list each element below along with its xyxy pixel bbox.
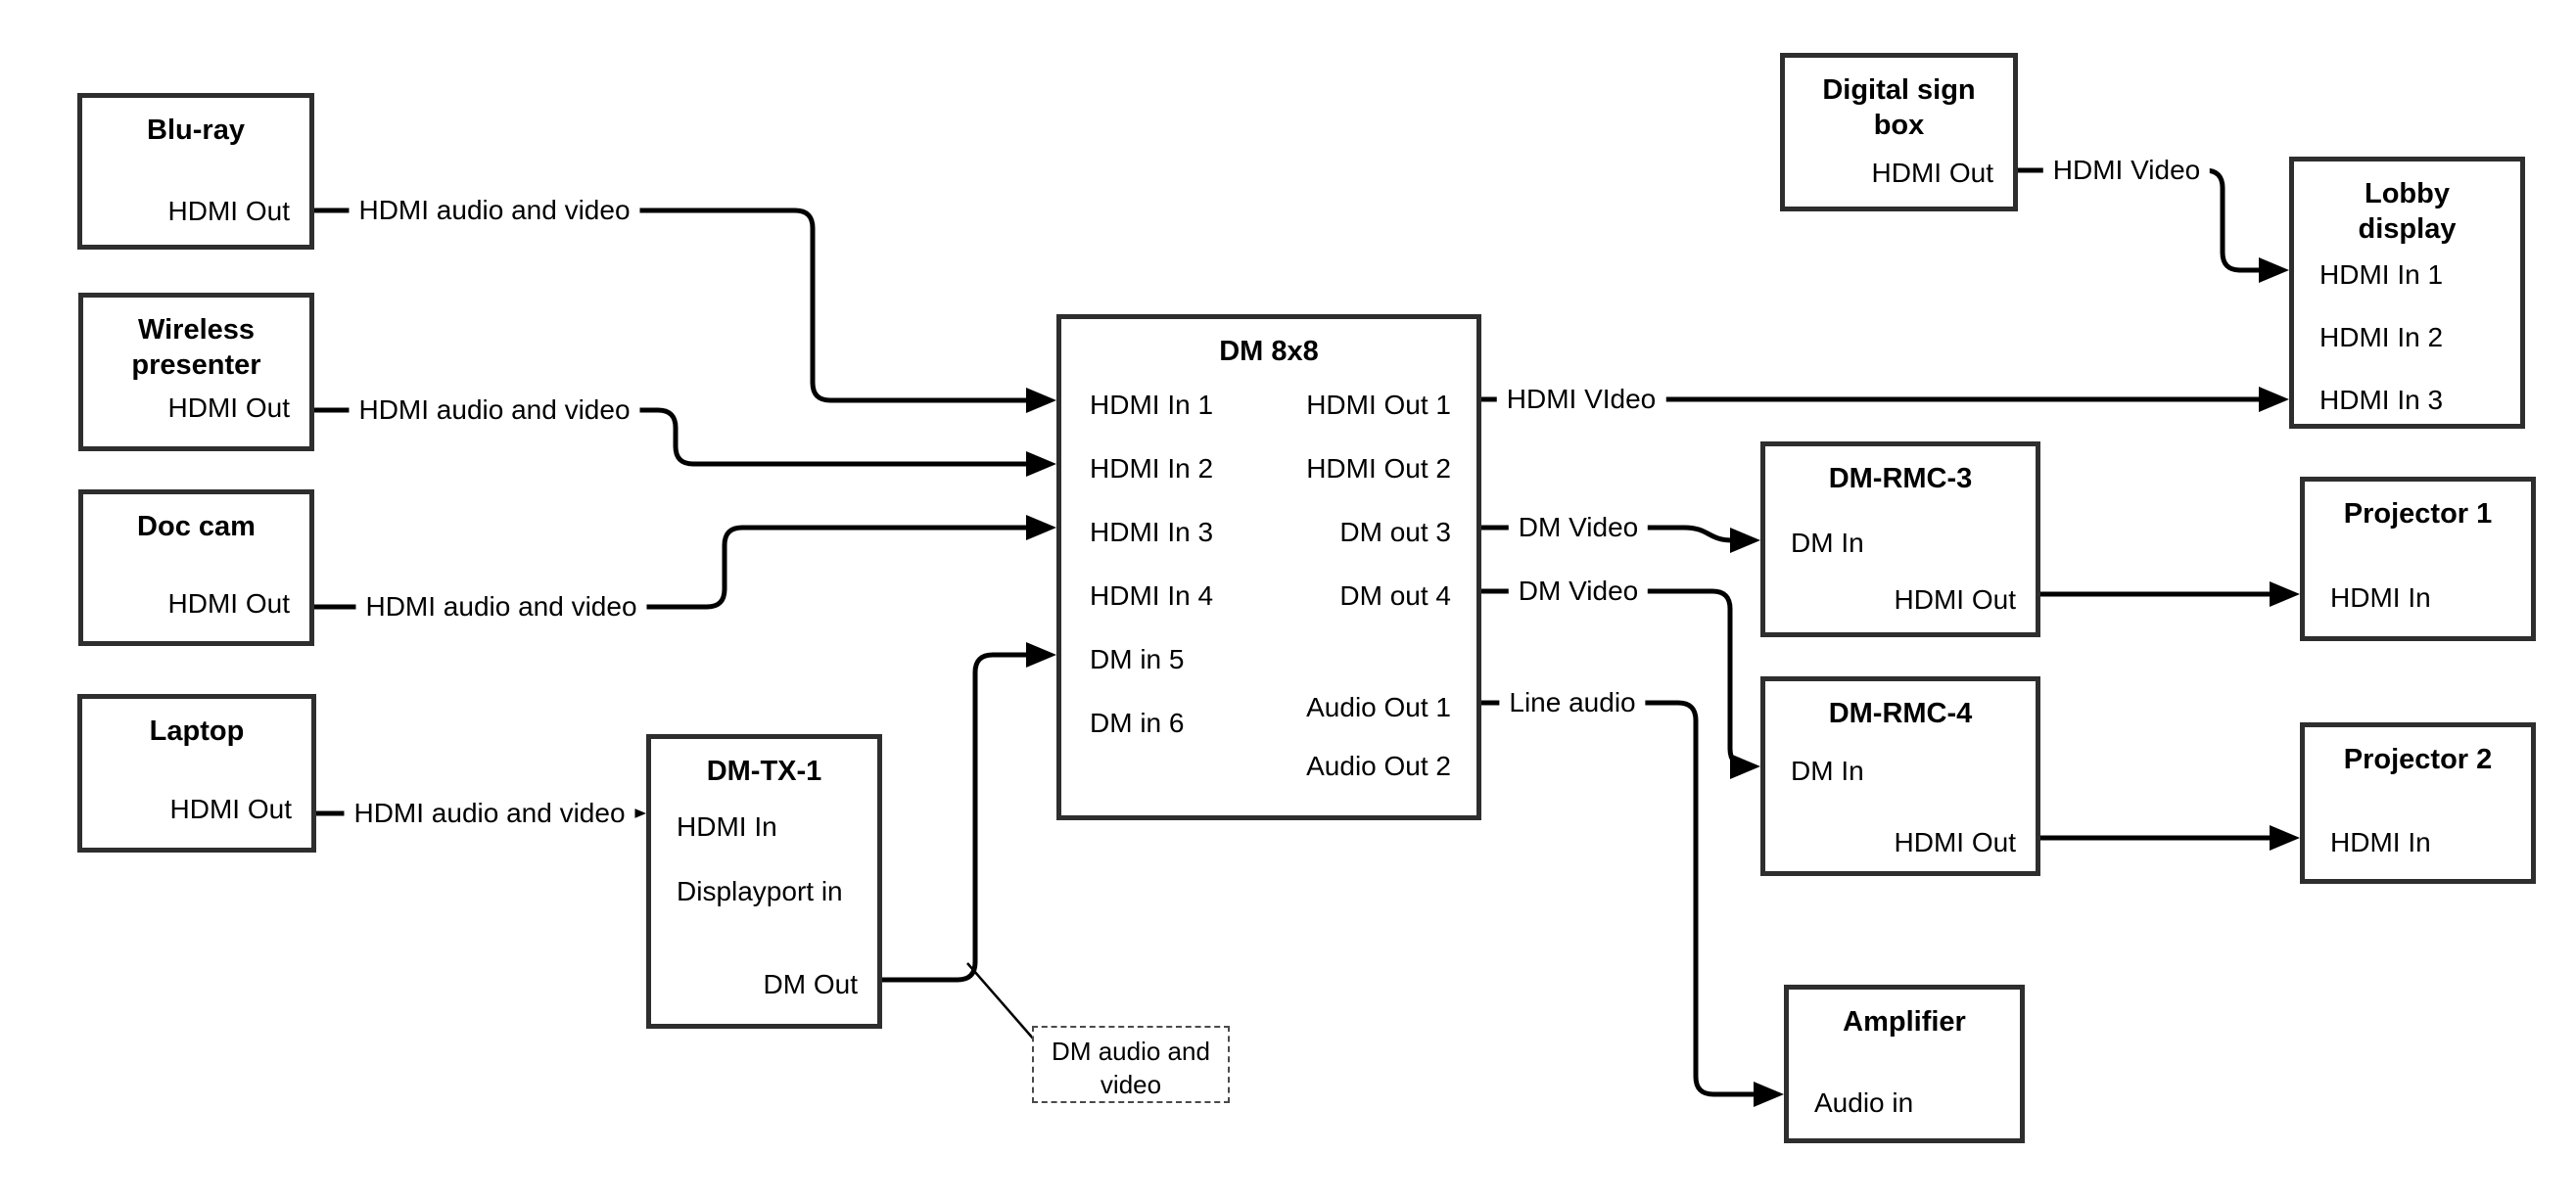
arrowhead-lobby-in1 bbox=[2259, 257, 2289, 283]
note-leader-line bbox=[966, 962, 1035, 1040]
connector-dm8x8-audio1-to-amp bbox=[1481, 700, 1756, 1097]
arrowhead-dm8x8-in5 bbox=[1026, 642, 1056, 668]
connector-label-dm-video-out4: DM Video bbox=[1508, 574, 1649, 609]
node-title: DM-RMC-4 bbox=[1828, 698, 1973, 729]
node-title: DM-RMC-3 bbox=[1828, 463, 1973, 494]
node-projector-1: Projector 1 HDMI In bbox=[2300, 477, 2536, 641]
connector-dm8x8-out4-to-dmrmc4 bbox=[1481, 588, 1749, 769]
port-hdmi-in-2: HDMI In 2 bbox=[2319, 322, 2444, 352]
connector-label-hdmi-video-out1: HDMI VIdeo bbox=[1496, 382, 1666, 417]
node-lobby-display: Lobby display HDMI In 1 HDMI In 2 HDMI I… bbox=[2289, 157, 2525, 429]
port-audio-out-1: Audio Out 1 bbox=[1306, 692, 1451, 722]
node-wireless-presenter: Wireless presenter HDMI Out bbox=[78, 293, 314, 451]
port-hdmi-in-1: HDMI In 1 bbox=[1090, 390, 1214, 420]
connector-wireless-to-dm8x8-in2 bbox=[314, 407, 1031, 467]
node-title: Doc cam bbox=[137, 511, 256, 542]
arrowhead-amp-audio-in bbox=[1754, 1082, 1784, 1107]
arrowhead-proj1-hdmi-in bbox=[2270, 581, 2300, 607]
port-hdmi-out-2: HDMI Out 2 bbox=[1306, 453, 1451, 484]
node-title: Laptop bbox=[149, 716, 245, 747]
connector-doccam-to-dm8x8-in3 bbox=[314, 525, 1031, 610]
node-title: Blu-ray bbox=[147, 115, 245, 146]
port-hdmi-out: HDMI Out bbox=[1894, 584, 2016, 615]
arrowhead-dm8x8-in2 bbox=[1026, 451, 1056, 477]
arrowhead-dm8x8-in3 bbox=[1026, 515, 1056, 540]
connector-label-wireless: HDMI audio and video bbox=[349, 393, 640, 428]
node-title: Projector 1 bbox=[2343, 498, 2493, 530]
port-dm-out-3: DM out 3 bbox=[1339, 517, 1451, 547]
node-amplifier: Amplifier Audio in bbox=[1784, 985, 2025, 1143]
port-dm-in: DM In bbox=[1791, 528, 1864, 558]
arrowhead-dmrmc4-dm-in bbox=[1730, 754, 1760, 779]
node-title: Digital sign box bbox=[1822, 74, 1976, 142]
arrowhead-dm8x8-in1 bbox=[1026, 388, 1056, 413]
connector-dm8x8-out3-to-dmrmc3 bbox=[1481, 525, 1734, 543]
arrowhead-dmrmc3-dm-in bbox=[1730, 528, 1760, 553]
port-hdmi-in-4: HDMI In 4 bbox=[1090, 580, 1214, 611]
arrowhead-lobby-in3 bbox=[2259, 387, 2289, 412]
node-projector-2: Projector 2 HDMI In bbox=[2300, 722, 2536, 884]
port-hdmi-in-3: HDMI In 3 bbox=[2319, 385, 2444, 415]
node-title: DM-TX-1 bbox=[706, 756, 822, 787]
connector-dmtx1-to-dm8x8-in5 bbox=[882, 652, 1031, 983]
port-hdmi-out: HDMI Out bbox=[169, 794, 292, 824]
node-title: Projector 2 bbox=[2343, 744, 2493, 775]
port-hdmi-out: HDMI Out bbox=[1894, 827, 2016, 857]
node-title: Amplifier bbox=[1843, 1006, 1966, 1038]
note-dm-audio-video: DM audio and video bbox=[1032, 1026, 1230, 1103]
port-hdmi-out-1: HDMI Out 1 bbox=[1306, 390, 1451, 420]
connector-label-digisign: HDMI Video bbox=[2042, 153, 2211, 188]
node-laptop: Laptop HDMI Out bbox=[77, 694, 316, 853]
port-displayport-in: Displayport in bbox=[677, 876, 843, 906]
arrowhead-proj2-hdmi-in bbox=[2270, 825, 2300, 851]
connector-label-doccam: HDMI audio and video bbox=[355, 589, 647, 624]
node-dm-rmc-4: DM-RMC-4 DM In HDMI Out bbox=[1760, 676, 2040, 876]
port-hdmi-out: HDMI Out bbox=[167, 588, 290, 619]
port-audio-in: Audio in bbox=[1814, 1087, 1914, 1118]
port-dm-in-5: DM in 5 bbox=[1090, 644, 1185, 674]
node-dm-rmc-3: DM-RMC-3 DM In HDMI Out bbox=[1760, 441, 2040, 637]
node-blu-ray: Blu-ray HDMI Out bbox=[77, 93, 314, 250]
port-hdmi-in-3: HDMI In 3 bbox=[1090, 517, 1214, 547]
port-dm-out-4: DM out 4 bbox=[1339, 580, 1451, 611]
port-hdmi-in: HDMI In bbox=[677, 811, 777, 842]
node-dm-8x8: DM 8x8 HDMI In 1 HDMI In 2 HDMI In 3 HDM… bbox=[1056, 314, 1481, 820]
port-hdmi-in: HDMI In bbox=[2330, 827, 2431, 857]
port-dm-in: DM In bbox=[1791, 756, 1864, 786]
node-dm-tx-1: DM-TX-1 HDMI In Displayport in DM Out bbox=[646, 734, 882, 1029]
node-title: Lobby display bbox=[2358, 178, 2457, 246]
port-hdmi-out: HDMI Out bbox=[167, 393, 290, 423]
connector-label-bluray: HDMI audio and video bbox=[349, 193, 640, 228]
port-hdmi-out: HDMI Out bbox=[1871, 158, 1993, 188]
port-dm-in-6: DM in 6 bbox=[1090, 708, 1185, 738]
node-title: Wireless presenter bbox=[131, 314, 261, 382]
port-hdmi-in: HDMI In bbox=[2330, 582, 2431, 613]
port-hdmi-in-2: HDMI In 2 bbox=[1090, 453, 1214, 484]
connector-digisign-to-lobby-in1 bbox=[2018, 167, 2263, 273]
node-title: DM 8x8 bbox=[1219, 336, 1319, 367]
port-dm-out: DM Out bbox=[763, 969, 858, 999]
port-hdmi-out: HDMI Out bbox=[167, 196, 290, 226]
connector-label-line-audio: Line audio bbox=[1499, 685, 1646, 720]
connector-label-laptop: HDMI audio and video bbox=[344, 796, 635, 831]
port-audio-out-2: Audio Out 2 bbox=[1306, 751, 1451, 781]
connector-label-dm-video-out3: DM Video bbox=[1508, 510, 1649, 545]
node-digital-sign-box: Digital sign box HDMI Out bbox=[1780, 53, 2018, 211]
connector-bluray-to-dm8x8-in1 bbox=[314, 208, 1031, 403]
port-hdmi-in-1: HDMI In 1 bbox=[2319, 259, 2444, 290]
node-doc-cam: Doc cam HDMI Out bbox=[78, 489, 314, 646]
